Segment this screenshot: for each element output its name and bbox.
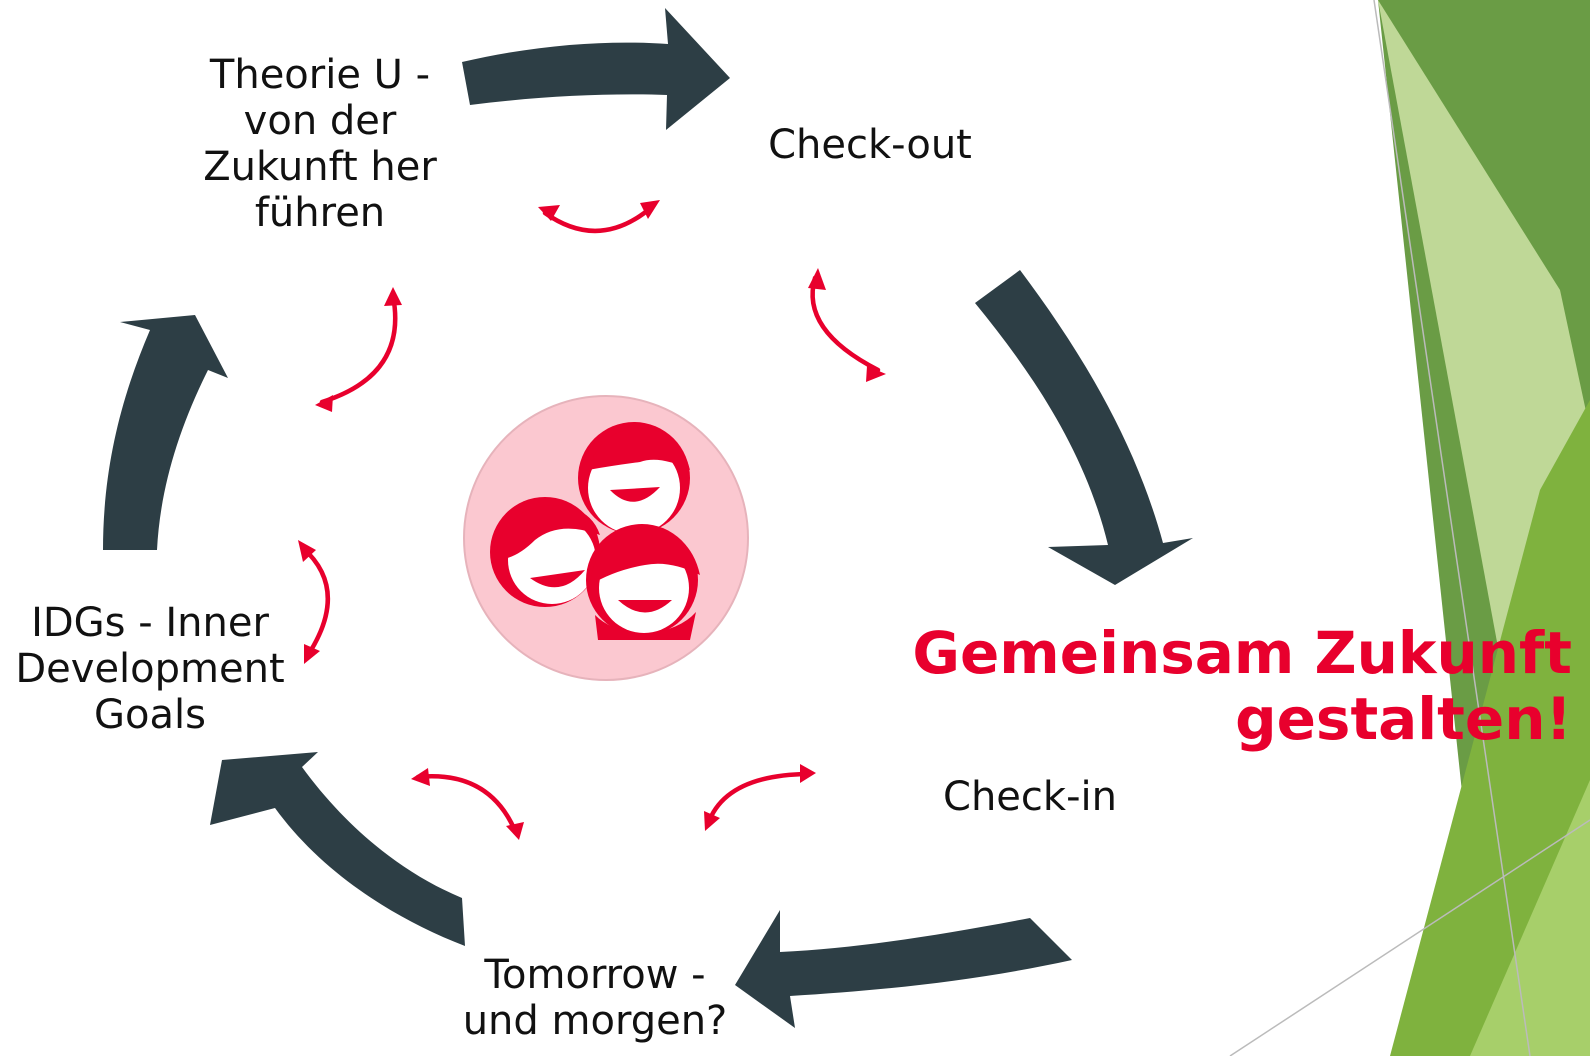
slide-title: Gemeinsam Zukunft gestalten! bbox=[912, 619, 1572, 753]
green-decoration bbox=[1229, 0, 1590, 1056]
node-tomorrow: Tomorrow - und morgen? bbox=[462, 952, 728, 1044]
cycle-arrow-bottom-left bbox=[210, 752, 465, 946]
face-left bbox=[490, 497, 600, 607]
red-double-arrow-bottom-right bbox=[704, 764, 816, 831]
node-theorie-u: Theorie U - von der Zukunft her führen bbox=[203, 52, 437, 236]
node-idgs: IDGs - Inner Development Goals bbox=[15, 600, 285, 738]
face-bottom-right bbox=[586, 524, 700, 640]
thin-line-1 bbox=[1373, 0, 1531, 1056]
cycle-arrow-top bbox=[462, 8, 730, 130]
red-connectors bbox=[298, 200, 886, 840]
node-check-in: Check-in bbox=[943, 774, 1117, 820]
cycle-arrow-right bbox=[975, 270, 1193, 585]
red-double-arrow-upper-right bbox=[808, 268, 886, 382]
node-check-out: Check-out bbox=[768, 122, 972, 168]
green-panel-mid bbox=[1390, 400, 1590, 1056]
green-panel-pale bbox=[1470, 780, 1590, 1056]
red-double-arrow-top bbox=[538, 200, 660, 233]
red-double-arrow-bottom-left bbox=[411, 768, 524, 840]
three-smiling-faces-icon bbox=[463, 395, 749, 681]
face-top bbox=[578, 422, 690, 534]
cycle-arrow-left bbox=[103, 315, 228, 550]
thin-line-2 bbox=[1229, 819, 1590, 1056]
cycle-arrow-bottom bbox=[735, 910, 1072, 1028]
cycle-arrows bbox=[103, 8, 1193, 1028]
red-double-arrow-left bbox=[298, 540, 330, 664]
red-double-arrow-upper-left bbox=[315, 287, 402, 412]
